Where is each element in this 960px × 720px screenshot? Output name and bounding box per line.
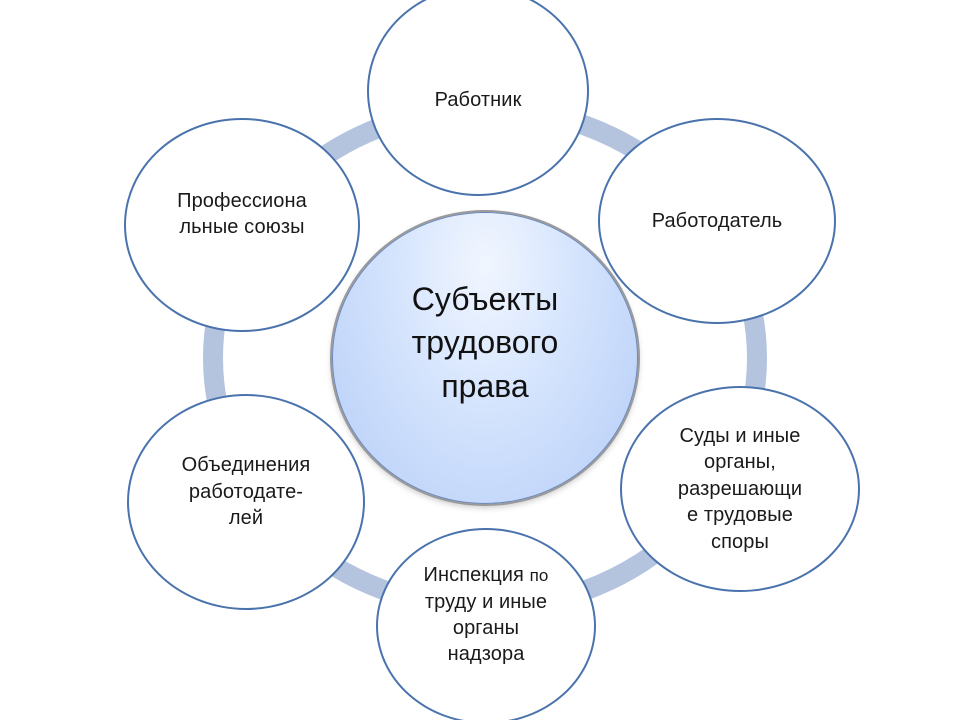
node-inspection-label-small: по xyxy=(529,566,549,586)
node-inspection-label-main: Инспекция xyxy=(423,564,530,587)
node-inspection: Инспекция по труду и иные органы надзора xyxy=(376,528,596,720)
node-employer-label: Работодатель xyxy=(651,209,783,232)
center-circle: Субъекты трудового права xyxy=(332,212,638,504)
node-courts: Суды и иные органы, разрешающи е трудовы… xyxy=(620,386,860,592)
node-trade-unions-label: Профессиона льные союзы xyxy=(177,189,307,238)
node-employer: Работодатель xyxy=(598,118,836,324)
node-employers-associations-label: Объединения работодате- лей xyxy=(181,454,311,530)
node-courts-label: Суды и иные органы, разрешающи е трудовы… xyxy=(677,425,803,553)
node-worker-label: Работник xyxy=(434,88,522,111)
node-worker: Работник xyxy=(367,0,589,196)
node-inspection-label-rest: труду и иные органы надзора xyxy=(424,590,548,666)
node-employers-associations: Объединения работодате- лей xyxy=(127,394,365,610)
node-inspection-label: Инспекция по труду и иные органы надзора xyxy=(423,562,548,690)
center-label: Субъекты трудового права xyxy=(411,280,559,404)
node-trade-unions: Профессиона льные союзы xyxy=(124,118,360,332)
